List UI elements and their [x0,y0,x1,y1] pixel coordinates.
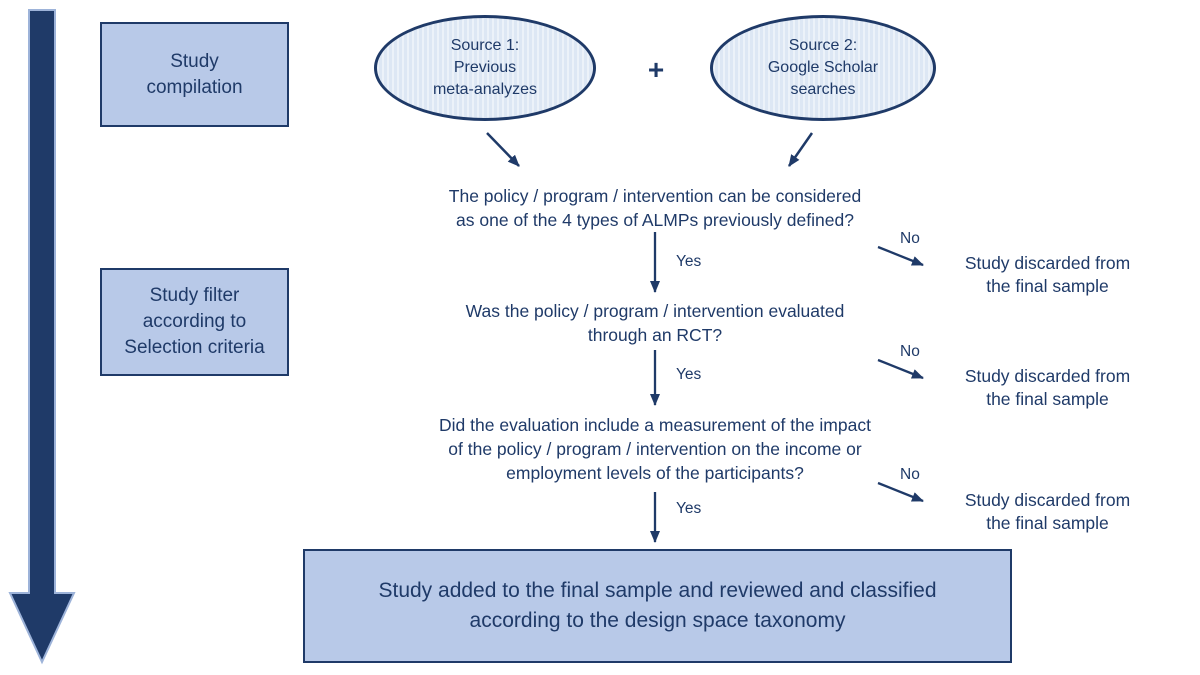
arrow-source1-to-q1 [486,132,520,167]
source1-ellipse: Source 1: Previous meta-analyzes [374,15,596,121]
discard-note-2: Study discarded from the final sample [964,366,1131,409]
question-3-no-label: No [900,466,920,483]
timeline-arrow [8,9,76,665]
arrow-source2-to-q1 [787,132,814,167]
question-1-no-label: No [900,230,920,247]
arrow-q3-no-right [877,481,924,503]
stage-label-study-filter: Study filter according to Selection crit… [124,285,265,358]
source2-label: Source 2: Google Scholar searches [767,37,879,98]
question-2: Was the policy / program / intervention … [465,301,845,345]
final-sample-text: Study added to the final sample and revi… [378,579,937,632]
discard-note-1: Study discarded from the final sample [964,253,1131,296]
arrow-q1-no-right [877,245,924,267]
stage-box-study-filter: Study filter according to Selection crit… [100,268,289,376]
question-1: The policy / program / intervention can … [448,186,862,230]
question-2-no-label: No [900,343,920,360]
source2-ellipse: Source 2: Google Scholar searches [710,15,936,121]
arrow-q2-no-right [877,358,924,380]
question-3: Did the evaluation include a measurement… [439,415,871,483]
stage-label-study-compilation: Study compilation [146,50,243,98]
final-sample-box: Study added to the final sample and revi… [303,549,1012,663]
question-3-yes-label: Yes [676,500,702,517]
question-2-yes-label: Yes [676,366,702,383]
discard-note-3: Study discarded from the final sample [964,490,1131,533]
plus-sign: + [647,54,665,85]
stage-box-study-compilation: Study compilation [100,22,289,127]
source1-label: Source 1: Previous meta-analyzes [432,37,538,98]
question-1-yes-label: Yes [676,253,702,270]
